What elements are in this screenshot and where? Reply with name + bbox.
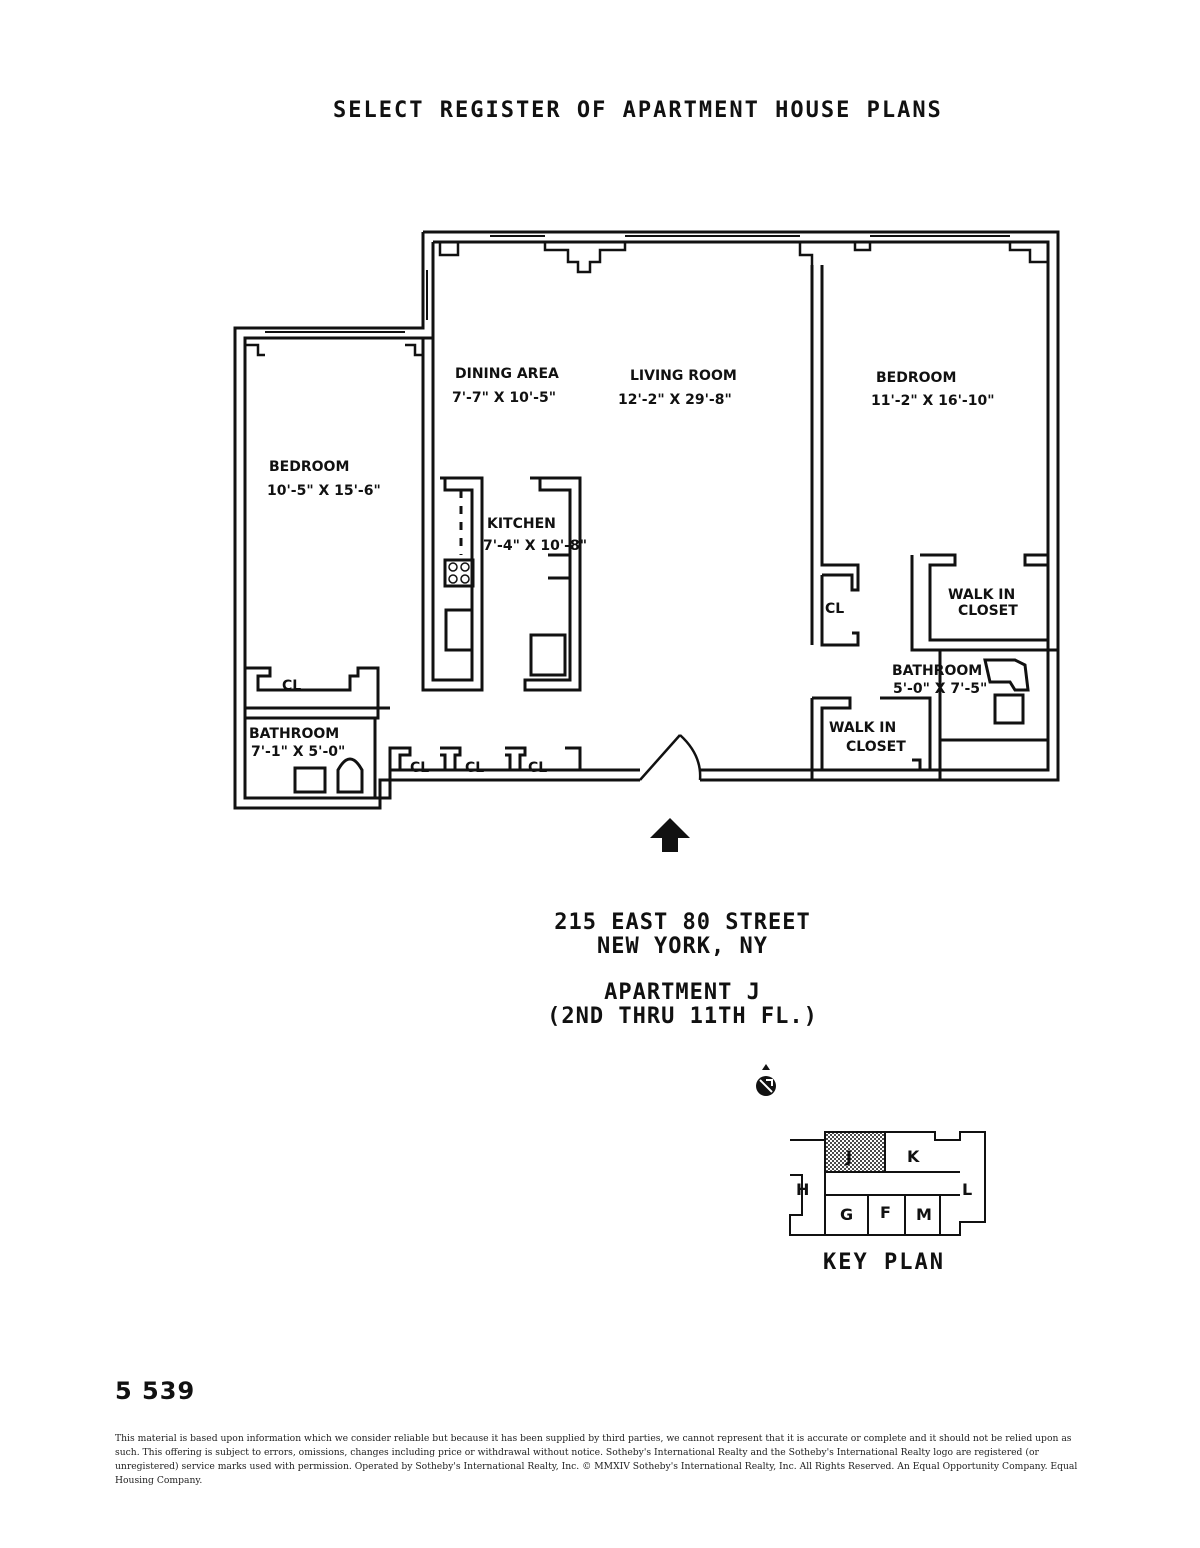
entrance-arrow-icon <box>650 818 690 852</box>
key-plan-label: KEY PLAN <box>823 1250 945 1275</box>
closet-label: CL <box>410 760 429 776</box>
bedroom-right-label: BEDROOM <box>876 370 956 386</box>
stove-burners-icon <box>448 562 470 584</box>
key-unit-m: M <box>916 1205 932 1224</box>
key-unit-h: H <box>796 1180 809 1199</box>
page-title: SELECT REGISTER OF APARTMENT HOUSE PLANS <box>333 98 943 123</box>
address-city: NEW YORK, NY <box>597 934 768 959</box>
kitchen-dims: 7'-4" X 10'-8" <box>483 538 587 554</box>
entry-door <box>639 734 702 781</box>
walk-in-closet-right-label-1: WALK IN <box>948 587 1015 603</box>
dining-area-label: DINING AREA <box>455 366 559 382</box>
key-unit-f: F <box>880 1203 891 1222</box>
apartment-name: APARTMENT J <box>604 980 761 1005</box>
key-unit-j: J <box>845 1147 852 1166</box>
interior-walls <box>245 265 1058 798</box>
closet-label: CL <box>528 760 547 776</box>
disclaimer-text: This material is based upon information … <box>115 1433 1078 1486</box>
walk-in-closet-right-label-2: CLOSET <box>958 603 1018 619</box>
closet-label: CL <box>825 601 844 617</box>
apartment-floors: (2ND THRU 11TH FL.) <box>547 1004 818 1029</box>
room-labels: DINING AREA 7'-7" X 10'-5" LIVING ROOM 1… <box>249 366 1018 776</box>
bedroom-left-dims: 10'-5" X 15'-6" <box>267 483 381 499</box>
closet-label: CL <box>282 678 301 694</box>
kitchen-label: KITCHEN <box>487 516 556 532</box>
bathroom-right-label: BATHROOM <box>892 663 982 679</box>
walk-in-closet-center-label-2: CLOSET <box>846 739 906 755</box>
living-room-dims: 12'-2" X 29'-8" <box>618 392 732 408</box>
listing-number: 5 539 <box>115 1377 196 1405</box>
bathroom-left-dims: 7'-1" X 5'-0" <box>251 744 345 760</box>
bathroom-right-dims: 5'-0" X 7'-5" <box>893 681 987 697</box>
bathroom-left-label: BATHROOM <box>249 726 339 742</box>
key-unit-k: K <box>907 1147 920 1166</box>
key-plan-units: J K H L G F M <box>796 1147 972 1224</box>
address-street: 215 EAST 80 STREET <box>554 910 811 935</box>
outer-walls <box>233 230 1060 810</box>
bedroom-left-label: BEDROOM <box>269 459 349 475</box>
key-plan-diagram <box>789 1131 986 1236</box>
closet-label: CL <box>465 760 484 776</box>
key-unit-g: G <box>840 1205 853 1224</box>
dining-area-dims: 7'-7" X 10'-5" <box>452 390 556 406</box>
living-room-label: LIVING ROOM <box>630 368 737 384</box>
windows <box>265 235 1010 333</box>
north-compass-icon <box>756 1064 776 1096</box>
bedroom-right-dims: 11'-2" X 16'-10" <box>871 393 995 409</box>
key-unit-l: L <box>962 1180 972 1199</box>
pilasters <box>245 242 1048 357</box>
walk-in-closet-center-label-1: WALK IN <box>829 720 896 736</box>
